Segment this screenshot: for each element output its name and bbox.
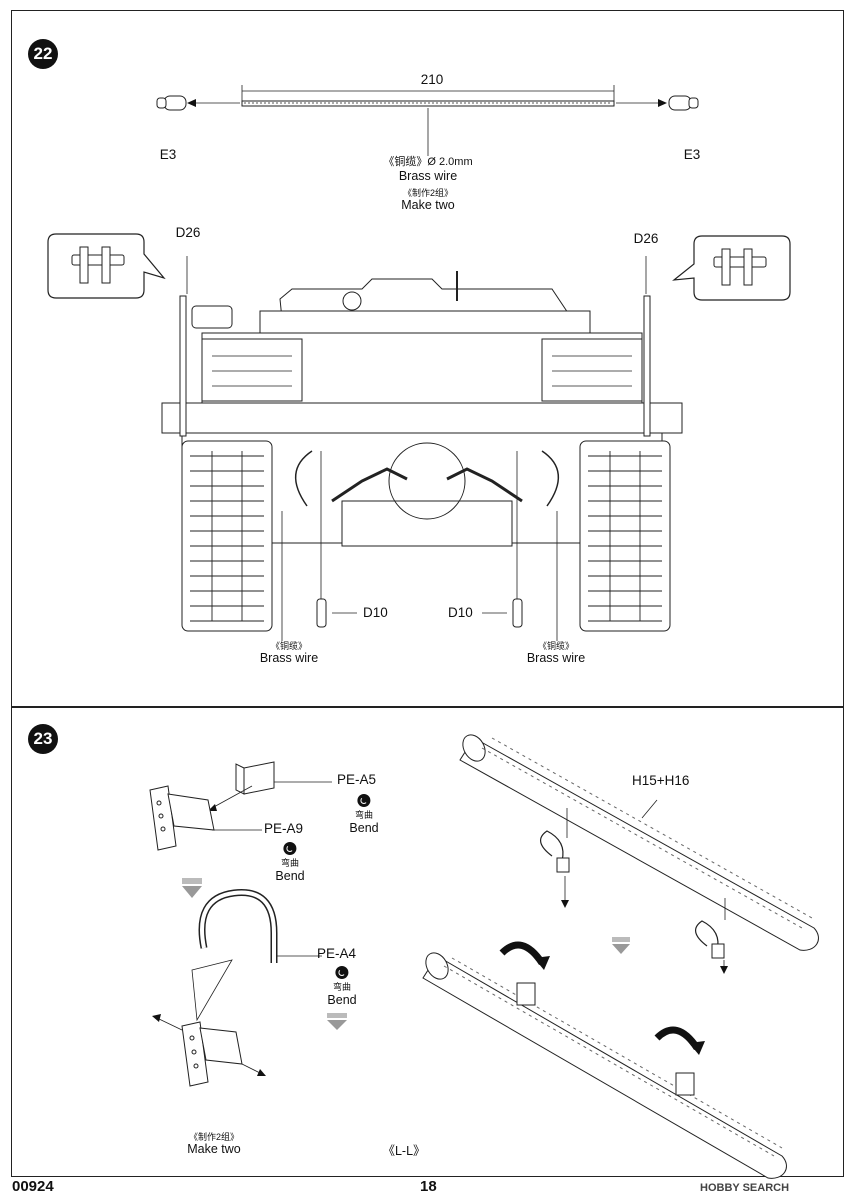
watermark: HOBBY SEARCH	[700, 1182, 790, 1194]
brass-left-label: 《铜缆》 Brass wire	[260, 641, 318, 666]
make-two-23-en: Make two	[187, 1142, 241, 1157]
brass-right-label: 《铜缆》 Brass wire	[527, 641, 585, 666]
bend-en: Bend	[349, 820, 379, 835]
page-number: 18	[420, 1178, 437, 1195]
ll-label: 《L-L》	[382, 1144, 426, 1158]
brass-right-cn: 《铜缆》	[537, 641, 574, 651]
tank-rear-view	[161, 271, 683, 632]
step23-drawing	[149, 734, 819, 1179]
make-two-23-cn: 《制作2组》	[188, 1132, 239, 1142]
step-number-22: 22	[28, 39, 58, 69]
bend-icon	[357, 794, 371, 807]
make-two-en: Make two	[401, 198, 455, 213]
e3-left-part	[156, 95, 187, 111]
make-two-label: 《制作2组》 Make two	[401, 188, 455, 213]
pe-a4-bend: 弯曲 Bend	[327, 966, 357, 1007]
e3-right-label: E3	[683, 147, 701, 162]
d26-right-label: D26	[633, 231, 659, 246]
brass-wire-cn: 《铜缆》Ø 2.0mm	[383, 156, 473, 168]
step-number-23: 23	[28, 724, 58, 754]
pe-a5-part	[235, 761, 275, 795]
bend-cn: 弯曲	[280, 858, 300, 869]
pe-a9-label: PE-A9	[264, 821, 304, 836]
make-two-23: 《制作2组》 Make two	[187, 1132, 241, 1157]
log-lower	[422, 952, 787, 1179]
brass-wire-en: Brass wire	[398, 168, 458, 183]
e3-right-part	[668, 95, 699, 111]
h15-h16-label: H15+H16	[632, 773, 690, 788]
pe-a5-label: PE-A5	[337, 772, 377, 787]
brass-left-en: Brass wire	[259, 651, 319, 666]
step-23-panel: 23	[11, 707, 844, 1179]
d10-right-label: D10	[448, 605, 473, 620]
brass-right-en: Brass wire	[526, 651, 586, 666]
pe-a9-part	[149, 785, 215, 851]
step-22-panel: 22	[11, 10, 844, 707]
bend-icon	[335, 966, 349, 979]
bend-cn: 弯曲	[332, 982, 352, 993]
kit-code: 00924	[12, 1178, 54, 1195]
brass-wire-label: 《铜缆》Ø 2.0mm Brass wire	[383, 154, 472, 183]
bend-en: Bend	[275, 868, 305, 883]
e3-left-label: E3	[159, 147, 177, 162]
bend-en: Bend	[327, 992, 357, 1007]
bend-icon	[283, 842, 297, 855]
pe-a4-part	[181, 889, 278, 1087]
brass-left-cn: 《铜缆》	[270, 641, 307, 651]
step22-drawing	[47, 85, 791, 641]
bend-cn: 弯曲	[354, 810, 374, 821]
dimension-210: 210	[420, 72, 444, 87]
d10-left-label: D10	[363, 605, 388, 620]
pe-a9-bend: 弯曲 Bend	[275, 842, 305, 883]
make-two-cn: 《制作2组》	[402, 188, 453, 198]
pe-a5-bend: 弯曲 Bend	[349, 794, 379, 835]
pe-a4-label: PE-A4	[317, 946, 357, 961]
d26-left-label: D26	[175, 225, 201, 240]
log-upper	[459, 734, 819, 951]
